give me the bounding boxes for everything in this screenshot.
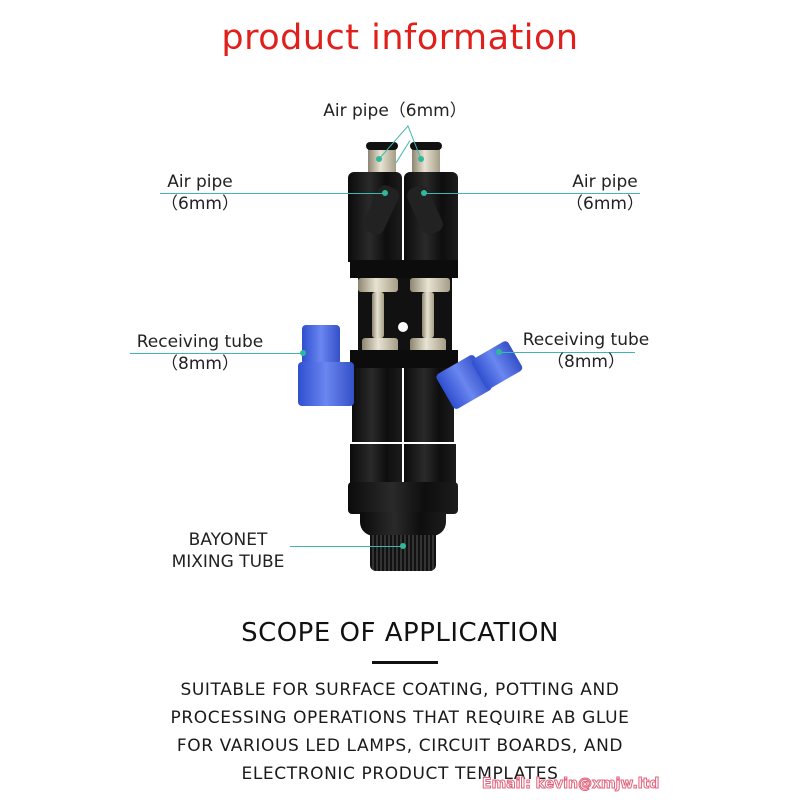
receiving-fitting-left <box>302 325 340 365</box>
label-air-pipe-left: Air pipe （6mm） <box>161 172 239 214</box>
scope-description: SUITABLE FOR SURFACE COATING, POTTING AN… <box>170 680 630 784</box>
label-air-pipe-right: Air pipe （6mm） <box>566 172 644 214</box>
base-cap <box>348 482 458 514</box>
scope-heading: SCOPE OF APPLICATION <box>241 618 559 648</box>
page-title: product information <box>221 18 579 58</box>
upper-bracket <box>350 260 458 278</box>
label-bayonet-mixing-tube: BAYONET MIXING TUBE <box>171 530 285 572</box>
label-receiving-tube-right: Receiving tube （8mm） <box>522 330 650 372</box>
divider <box>372 661 438 664</box>
label-air-pipe-top: Air pipe（6mm） <box>323 101 467 121</box>
lower-bracket <box>350 350 458 368</box>
mixing-tube-knob <box>370 535 436 571</box>
label-receiving-tube-left: Receiving tube （8mm） <box>136 332 264 374</box>
leader-lines-top <box>378 125 422 160</box>
lower-cylinder-left <box>352 368 402 442</box>
email-watermark: Email: kevin@xmjw.ltd <box>481 776 660 793</box>
